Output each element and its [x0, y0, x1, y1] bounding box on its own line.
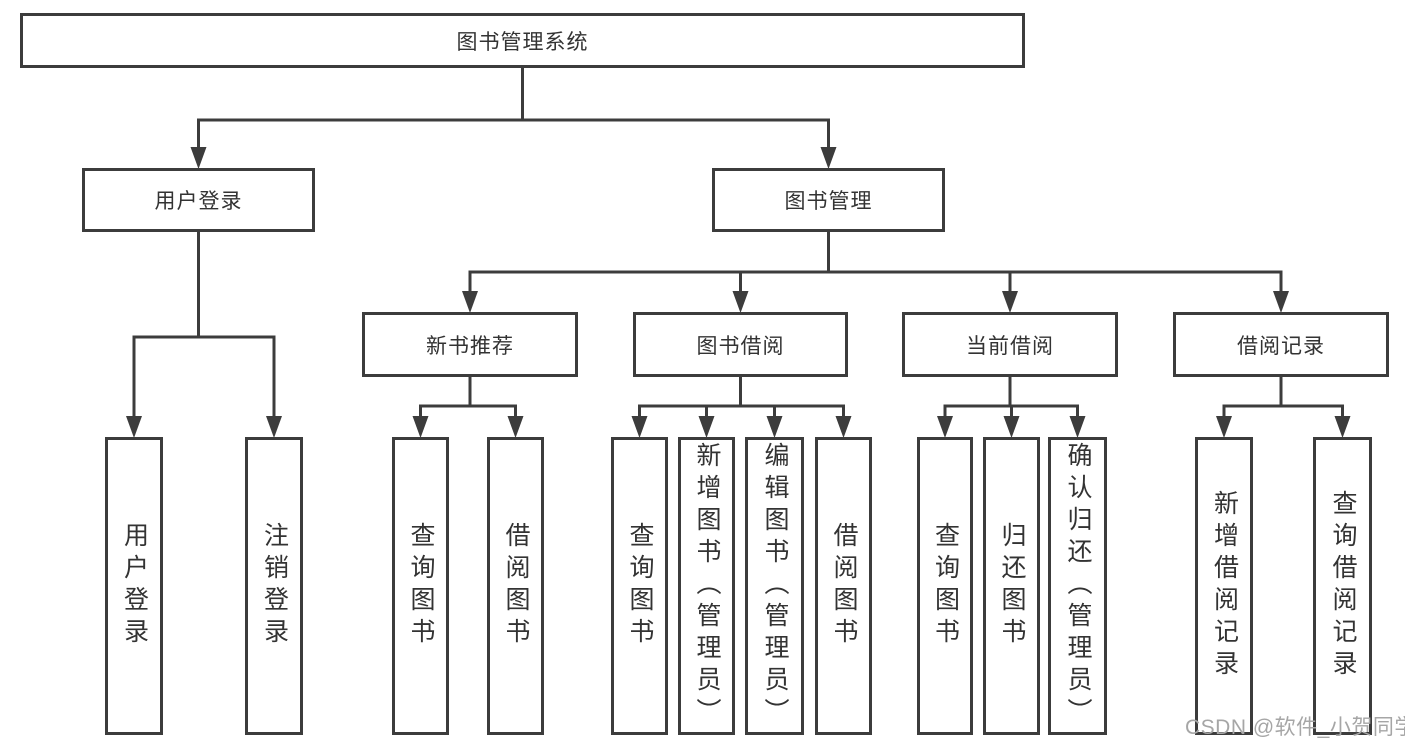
arrowhead-icon [266, 416, 282, 438]
diagram-node-leaf-logout: 注销登录 [245, 437, 303, 735]
diagram-node-leaf-user-login: 用户登录 [105, 437, 163, 735]
arrowhead-icon [507, 416, 524, 438]
arrowhead-icon [126, 416, 142, 438]
arrowhead-icon [835, 416, 852, 438]
diagram-node-leaf-bb-edit: 编辑图书（管理员） [745, 437, 804, 735]
arrowhead-icon [412, 416, 429, 438]
diagram-node-leaf-nb-query: 查询图书 [392, 437, 449, 735]
arrowhead-icon [937, 416, 953, 438]
diagram-node-leaf-bb-query: 查询图书 [611, 437, 668, 735]
arrowhead-icon [766, 416, 783, 438]
diagram-node-current-borrow: 当前借阅 [902, 312, 1118, 377]
arrowhead-icon [698, 416, 715, 438]
diagram-node-leaf-cb-query: 查询图书 [917, 437, 973, 735]
arrowhead-icon [631, 416, 648, 438]
arrowhead-icon [1002, 291, 1018, 313]
diagram-node-borrow-records: 借阅记录 [1173, 312, 1389, 377]
arrowhead-icon [732, 291, 749, 313]
diagram-node-leaf-cb-return: 归还图书 [983, 437, 1040, 735]
arrowhead-icon [1003, 416, 1020, 438]
diagram-node-leaf-bb-add: 新增图书（管理员） [678, 437, 735, 735]
diagram-node-leaf-bb-borrow: 借阅图书 [815, 437, 872, 735]
arrowhead-icon [1216, 416, 1232, 438]
csdn-watermark: CSDN @软件_小贺同学 [1185, 716, 1405, 739]
diagram-node-user-login: 用户登录 [82, 168, 315, 232]
arrowhead-icon [820, 147, 837, 169]
arrowhead-icon [1069, 416, 1086, 438]
arrowhead-icon [462, 291, 478, 313]
diagram-node-leaf-nb-borrow: 借阅图书 [487, 437, 544, 735]
arrowhead-icon [1334, 416, 1351, 438]
diagram-node-new-book-rec: 新书推荐 [362, 312, 578, 377]
diagram-node-root: 图书管理系统 [20, 13, 1025, 68]
arrowhead-icon [190, 147, 207, 169]
arrowhead-icon [1273, 291, 1289, 313]
diagram-node-book-borrow: 图书借阅 [633, 312, 848, 377]
diagram-node-leaf-br-add: 新增借阅记录 [1195, 437, 1253, 735]
diagram-node-book-mgmt: 图书管理 [712, 168, 945, 232]
diagram-node-leaf-br-query: 查询借阅记录 [1313, 437, 1372, 735]
diagram-node-leaf-cb-confirm: 确认归还（管理员） [1048, 437, 1107, 735]
